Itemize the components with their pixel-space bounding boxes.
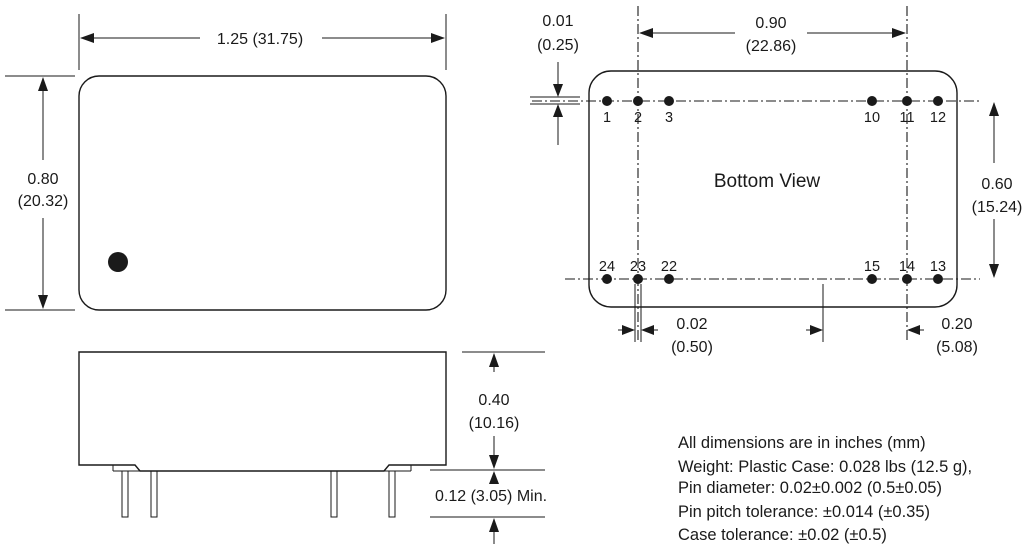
pin-label-3: 3: [665, 110, 673, 126]
pin-label-13: 13: [930, 259, 946, 275]
offset-label-inch: 0.01: [542, 13, 573, 30]
bottom-view: Bottom View 1 2 3 10 11 12 24 23 22 15 1…: [530, 6, 1022, 356]
side-pinlen-arrowhead-top: [489, 471, 499, 484]
side-height-label-mm: (10.16): [469, 415, 520, 432]
pin-span-arrowhead-left: [639, 28, 653, 38]
pin-label-10: 10: [864, 110, 880, 126]
pin-dot-10: [867, 96, 877, 106]
pin-label-15: 15: [864, 259, 880, 275]
pin-dot-22: [664, 274, 674, 284]
row-spacing-arrowhead-bottom: [989, 264, 999, 278]
pin-span-arrowhead-right: [892, 28, 906, 38]
pin-dia-label-mm: (0.50): [671, 339, 713, 356]
pin-label-12: 12: [930, 110, 946, 126]
pitch-label-mm: (5.08): [936, 339, 978, 356]
pin-label-24: 24: [599, 259, 615, 275]
top-length-label: 1.25 (31.75): [217, 31, 303, 48]
side-height-arrowhead-top: [489, 353, 499, 367]
pin-dot-12: [933, 96, 943, 106]
top-length-arrowhead-right: [431, 33, 445, 43]
note-pin-diameter: Pin diameter: 0.02±0.002 (0.5±0.05): [678, 479, 942, 497]
pin-span-label-inch: 0.90: [755, 15, 786, 32]
top-width-label-mm: (20.32): [18, 193, 69, 210]
top-width-label-inch: 0.80: [27, 171, 58, 188]
note-pin-pitch-tolerance: Pin pitch tolerance: ±0.014 (±0.35): [678, 503, 930, 521]
pin-dot-15: [867, 274, 877, 284]
offset-label-mm: (0.25): [537, 37, 579, 54]
pitch-label-inch: 0.20: [941, 316, 972, 333]
row-spacing-arrowhead-top: [989, 102, 999, 116]
pin-dia-arrowhead-left: [622, 325, 635, 335]
top-width-arrowhead-top: [38, 77, 48, 91]
side-height-label-inch: 0.40: [478, 392, 509, 409]
pin-span-label-mm: (22.86): [746, 38, 797, 55]
top-width-arrowhead-bottom: [38, 295, 48, 309]
pin-label-22: 22: [661, 259, 677, 275]
side-pin-1: [121, 470, 129, 518]
pitch-arrowhead-right: [907, 325, 920, 335]
pin-label-14: 14: [899, 259, 915, 275]
side-view-case-outline: [78, 351, 447, 472]
notes-block: All dimensions are in inches (mm) Weight…: [678, 434, 972, 544]
pin-label-2: 2: [634, 110, 642, 126]
bottom-view-case-outline: [588, 70, 958, 308]
side-pinlen-arrowhead-bottom: [489, 518, 499, 532]
side-pin-3: [330, 470, 338, 518]
side-view: 0.40 (10.16) 0.12 (3.05) Min.: [78, 351, 547, 544]
pin-dot-11: [902, 96, 912, 106]
top-length-arrowhead-left: [80, 33, 94, 43]
side-pin-length-label: 0.12 (3.05) Min.: [435, 488, 547, 505]
side-height-arrowhead-bottom: [489, 455, 499, 469]
row-spacing-label-mm: (15.24): [972, 199, 1023, 216]
pin-label-11: 11: [899, 110, 914, 126]
pin-dot-2: [633, 96, 643, 106]
pitch-arrowhead-left: [810, 325, 823, 335]
pin-span-label-gap: [735, 24, 807, 42]
offset-arrowhead-bottom: [553, 104, 563, 117]
row-spacing-label-inch: 0.60: [981, 176, 1012, 193]
top-view: 1.25 (31.75) 0.80 (20.32): [5, 14, 447, 311]
pin-dot-13: [933, 274, 943, 284]
pin-dot-3: [664, 96, 674, 106]
top-view-case-outline: [78, 75, 447, 311]
pin-dia-label-inch: 0.02: [676, 316, 707, 333]
pin-dot-23: [633, 274, 643, 284]
pin-dot-1: [602, 96, 612, 106]
side-pin-4: [388, 470, 396, 518]
note-weight: Weight: Plastic Case: 0.028 lbs (12.5 g)…: [678, 458, 972, 476]
side-pin-2: [150, 470, 158, 518]
note-units: All dimensions are in inches (mm): [678, 434, 926, 452]
pin-dot-14: [902, 274, 912, 284]
pin-label-1: 1: [603, 110, 611, 126]
offset-arrowhead-top: [553, 84, 563, 97]
note-case-tolerance: Case tolerance: ±0.02 (±0.5): [678, 526, 887, 544]
pin-label-23: 23: [630, 259, 646, 275]
pin-1-marker-dot: [108, 252, 128, 272]
pin-dot-24: [602, 274, 612, 284]
bottom-view-title: Bottom View: [714, 171, 821, 192]
pin-dia-arrowhead-right: [641, 325, 654, 335]
